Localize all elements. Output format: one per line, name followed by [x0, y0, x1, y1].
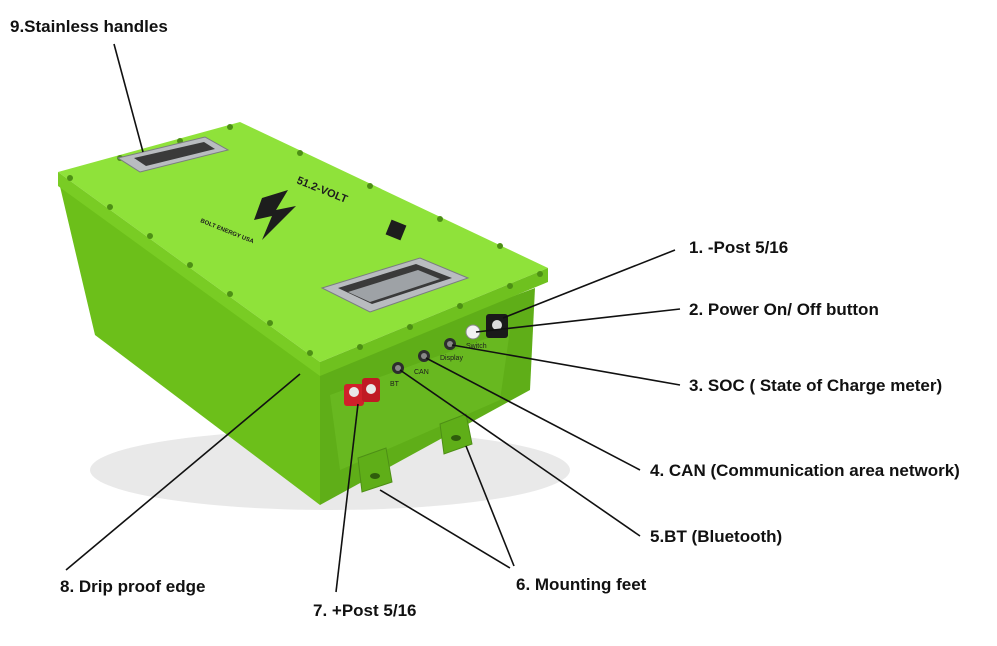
port-label-bt: BT: [390, 381, 400, 388]
leader-bt: [399, 369, 641, 537]
soc-meter: [444, 338, 456, 350]
leader-power-button: [475, 308, 681, 333]
port-label-display: Display: [440, 355, 463, 362]
leader-negative-post: [502, 249, 676, 319]
brand-logo: [254, 190, 296, 240]
leader-can: [425, 357, 641, 471]
mounting-foot-right: [439, 413, 473, 455]
callout-drip-edge: 8. Drip proof edge: [60, 577, 206, 596]
callout-power-button: 2. Power On/ Off button: [689, 300, 879, 319]
callout-negative-post: 1. -Post 5/16: [689, 238, 789, 257]
callout-can-port: 4. CAN (Communication area network): [650, 461, 960, 480]
can-port: [418, 350, 430, 362]
callout-handles: 9.Stainless handles: [10, 17, 168, 36]
lid-bolts: [67, 124, 543, 356]
callout-soc-meter: 3. SOC ( State of Charge meter): [689, 376, 943, 395]
battery-lid: [58, 122, 548, 362]
positive-post: [344, 378, 380, 406]
leader-feet-left: [379, 489, 511, 569]
port-label-switch: Switch: [466, 343, 487, 350]
callout-bt-port: 5.BT (Bluetooth): [650, 527, 783, 546]
qr-code: [385, 219, 407, 241]
battery-side-lower: [330, 330, 510, 470]
leader-handles: [113, 43, 144, 153]
callout-mounting-feet: 6. Mounting feet: [516, 575, 647, 594]
drip-proof-edge: [58, 172, 320, 376]
leader-soc: [451, 344, 681, 386]
stainless-handle-rear: [116, 136, 230, 173]
stainless-handle-front: [320, 257, 470, 313]
leader-positive-post: [335, 403, 359, 593]
leader-feet-right: [465, 445, 515, 567]
mounting-foot-left: [357, 447, 393, 493]
callout-positive-post: 7. +Post 5/16: [313, 601, 417, 620]
negative-post: [486, 314, 508, 338]
port-label-can: CAN: [414, 369, 429, 376]
leader-drip-edge: [65, 373, 301, 571]
leader-lines: [65, 43, 681, 593]
battery-front-face: [58, 178, 320, 505]
drip-proof-edge-right: [320, 268, 548, 376]
